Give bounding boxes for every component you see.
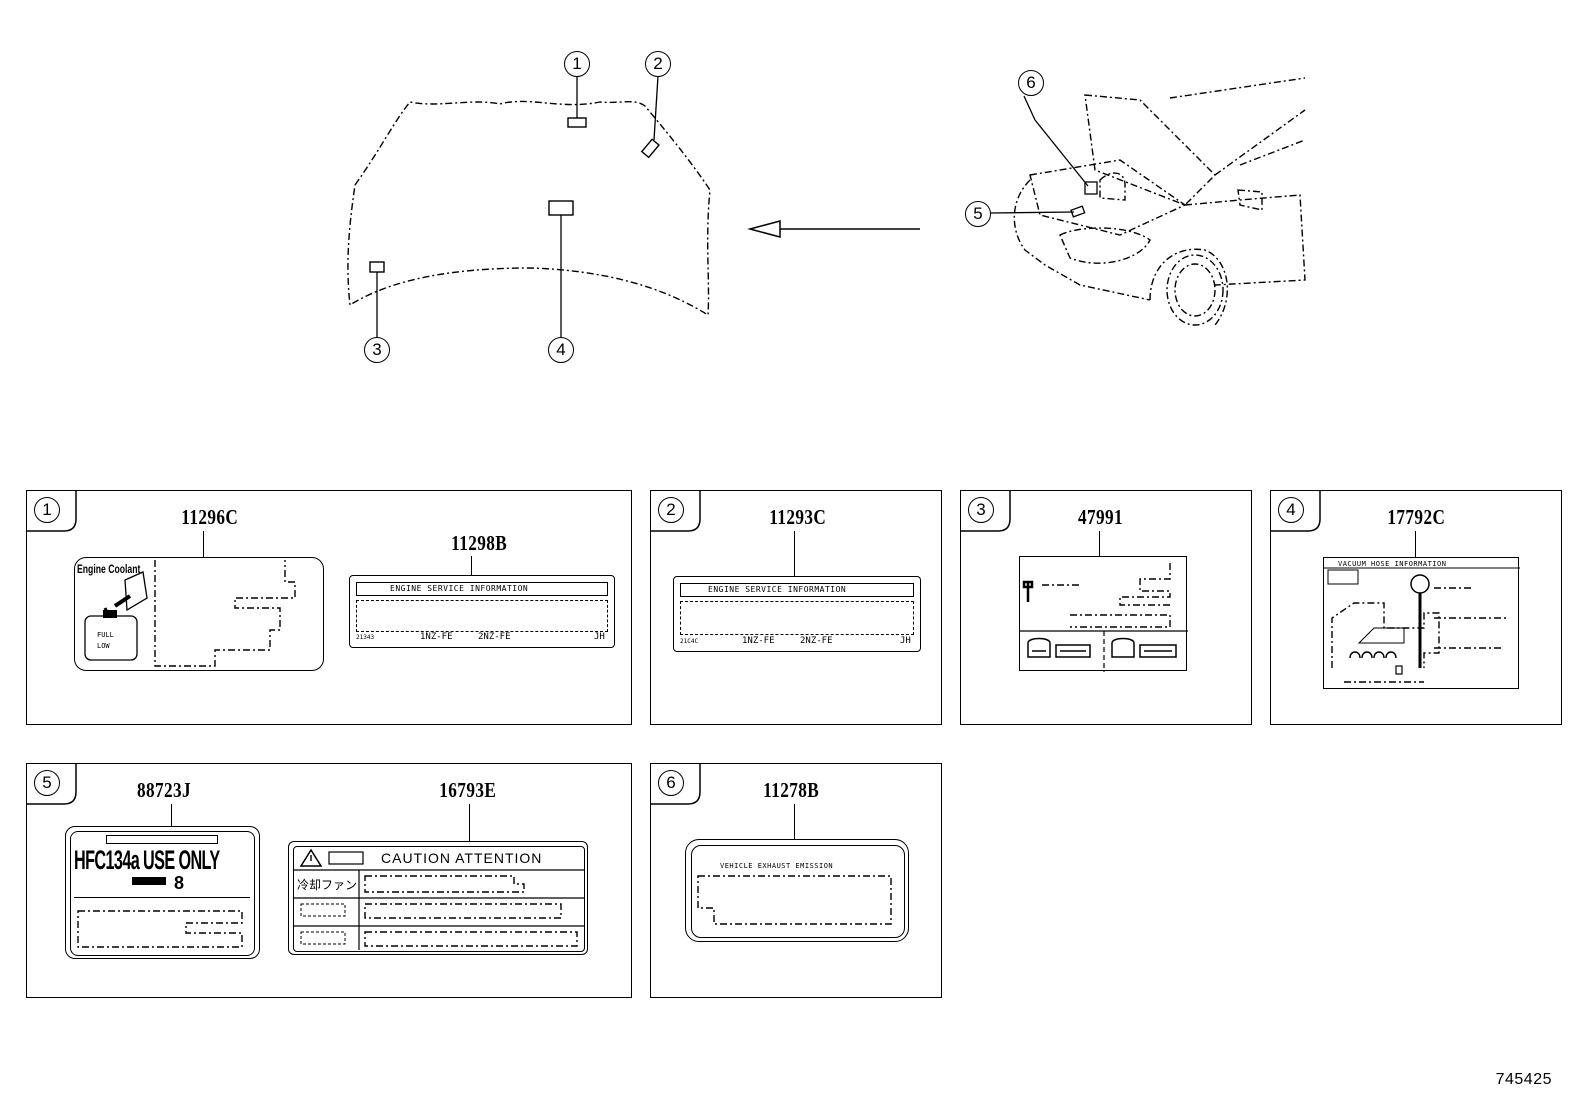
low-mark: LOW xyxy=(97,642,110,650)
part-number-16793E: 16793E xyxy=(439,778,497,802)
hood-label-1 xyxy=(567,117,587,128)
panel-number: 1 xyxy=(34,497,60,523)
callout-1: 1 xyxy=(564,51,590,77)
callout-2: 2 xyxy=(645,51,671,77)
refrigerant-label: HFC134a USE ONLY 8 xyxy=(65,826,260,959)
callout-6: 6 xyxy=(1018,70,1044,96)
esi-title: ENGINE SERVICE INFORMATION xyxy=(390,584,529,593)
esi-suffix: JH xyxy=(900,636,911,646)
hood-outline xyxy=(347,100,711,317)
engine-service-info-label: ENGINE SERVICE INFORMATION 21343 1NZ-FE … xyxy=(349,575,615,648)
coolant-jug-icon xyxy=(84,560,296,667)
part-number-11298B: 11298B xyxy=(451,531,508,555)
panel-3: 3 47991 xyxy=(960,490,1252,725)
part-number-11278B: 11278B xyxy=(763,778,820,802)
caution-attention-label: CAUTION ATTENTION 冷却ファン xyxy=(288,841,588,955)
esi-suffix: JH xyxy=(594,632,605,642)
part-number-17792C: 17792C xyxy=(1387,505,1446,529)
panel-number: 6 xyxy=(658,770,684,796)
part-number-11296C: 11296C xyxy=(181,505,239,529)
esi-engine-1: 1NZ-FE xyxy=(742,636,775,646)
warning-triangle-icon xyxy=(293,848,585,950)
part-number-47991: 47991 xyxy=(1077,505,1124,529)
panel-tab: 3 xyxy=(960,490,1012,532)
panel-4: 4 17792C VACUUM HOSE INFORMATION xyxy=(1270,490,1562,725)
panel-tab: 5 xyxy=(26,763,78,805)
panel-number: 5 xyxy=(34,770,60,796)
panel-2: 2 11293C ENGINE SERVICE INFORMATION 21C4… xyxy=(650,490,942,725)
panel-5: 5 88723J HFC134a USE ONLY 8 16793E xyxy=(26,763,632,998)
vee-title: VEHICLE EXHAUST EMISSION xyxy=(720,862,834,870)
panel-tab: 2 xyxy=(650,490,702,532)
esi-engine-2: 2NZ-FE xyxy=(800,636,833,646)
vacuum-hose-info-label: VACUUM HOSE INFORMATION xyxy=(1323,557,1520,689)
hood-label-3 xyxy=(369,261,385,273)
panel-1: 1 11296C Engine Coolant FULL LOW 11298B … xyxy=(26,490,632,725)
panel-number: 2 xyxy=(658,497,684,523)
figure-number: 745425 xyxy=(1495,1071,1552,1088)
engine-service-info-label: ENGINE SERVICE INFORMATION 21C4C 1NZ-FE … xyxy=(673,576,921,652)
panel-tab: 1 xyxy=(26,490,78,532)
vacuum-hose-diagram xyxy=(1324,567,1520,683)
wrench-fuse-label xyxy=(1019,556,1188,672)
esi-code: 21C4C xyxy=(680,638,699,645)
esi-code: 21343 xyxy=(356,634,375,641)
hood-label-4 xyxy=(548,200,574,216)
hood-label-2 xyxy=(640,138,660,159)
panel-6: 6 11278B VEHICLE EXHAUST EMISSION xyxy=(650,763,942,998)
panel-tab: 6 xyxy=(650,763,702,805)
esi-title: ENGINE SERVICE INFORMATION xyxy=(708,585,847,594)
callout-3: 3 xyxy=(364,337,390,363)
esi-engine-2: 2NZ-FE xyxy=(478,632,511,642)
vac-title: VACUUM HOSE INFORMATION xyxy=(1338,560,1447,568)
coolant-title: Engine Coolant xyxy=(77,562,141,576)
vehicle-exhaust-emission-label: VEHICLE EXHAUST EMISSION xyxy=(685,839,909,942)
esi-engine-1: 1NZ-FE xyxy=(420,632,453,642)
full-mark: FULL xyxy=(97,631,114,639)
cooling-fan-text: 冷却ファン xyxy=(297,878,358,892)
part-number-88723J: 88723J xyxy=(136,778,192,802)
callout-4: 4 xyxy=(548,337,574,363)
wrench-icon xyxy=(1020,563,1188,672)
car-front-illustration xyxy=(1013,77,1306,326)
hfc-text: HFC134a USE ONLY xyxy=(74,845,220,875)
direction-arrow xyxy=(747,220,920,238)
hood-overview-illustration xyxy=(347,75,1306,337)
callout-5: 5 xyxy=(965,201,991,227)
panel-number: 3 xyxy=(968,497,994,523)
part-number-11293C: 11293C xyxy=(769,505,827,529)
panel-number: 4 xyxy=(1278,497,1304,523)
caution-text: CAUTION ATTENTION xyxy=(381,850,543,866)
panel-tab: 4 xyxy=(1270,490,1322,532)
coolant-label: Engine Coolant FULL LOW xyxy=(74,557,324,671)
hfc-sub: 8 xyxy=(174,873,185,893)
